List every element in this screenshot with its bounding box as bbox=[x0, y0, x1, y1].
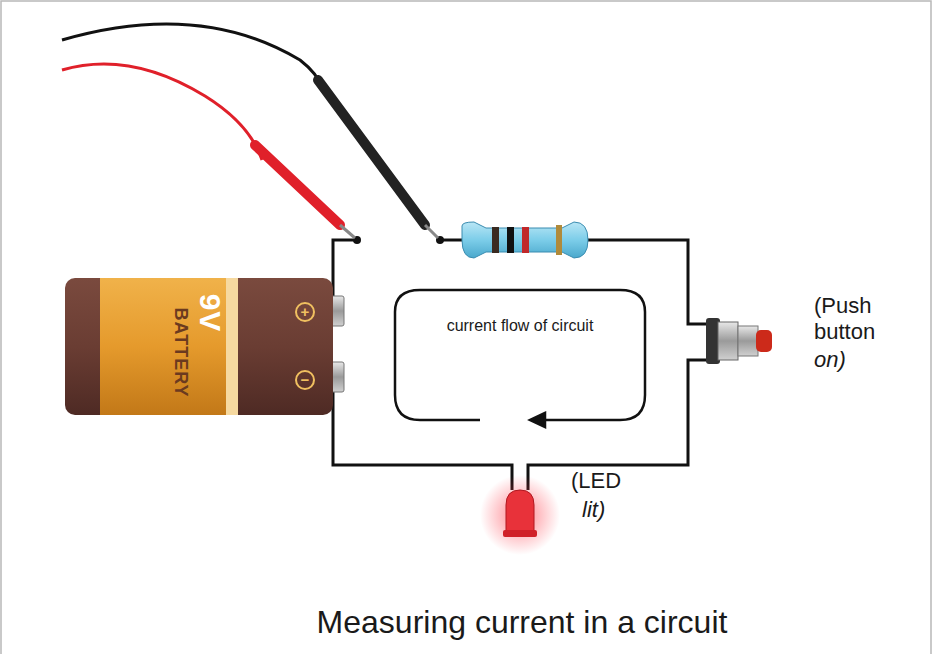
caption: Measuring current in a circuit bbox=[317, 604, 728, 641]
battery-voltage: 9V bbox=[193, 294, 227, 333]
battery-symbol bbox=[65, 278, 344, 415]
push-button-state: on) bbox=[814, 347, 846, 373]
led-symbol bbox=[480, 475, 560, 555]
push-button-label: (Push button bbox=[814, 293, 924, 346]
current-flow-label: current flow of circuit bbox=[447, 316, 594, 335]
meter-probes bbox=[62, 24, 438, 238]
led-label: (LED bbox=[571, 468, 621, 494]
current-flow-arrow bbox=[395, 290, 645, 427]
led-state: lit) bbox=[582, 497, 605, 523]
wires bbox=[333, 240, 708, 490]
battery-label: BATTERY bbox=[170, 307, 191, 397]
push-button-symbol bbox=[706, 318, 772, 364]
plus-sign: + bbox=[301, 303, 310, 321]
minus-sign: − bbox=[301, 371, 310, 389]
resistor-symbol bbox=[462, 222, 588, 258]
battery-node: 9VBATTERY bbox=[65, 278, 333, 415]
